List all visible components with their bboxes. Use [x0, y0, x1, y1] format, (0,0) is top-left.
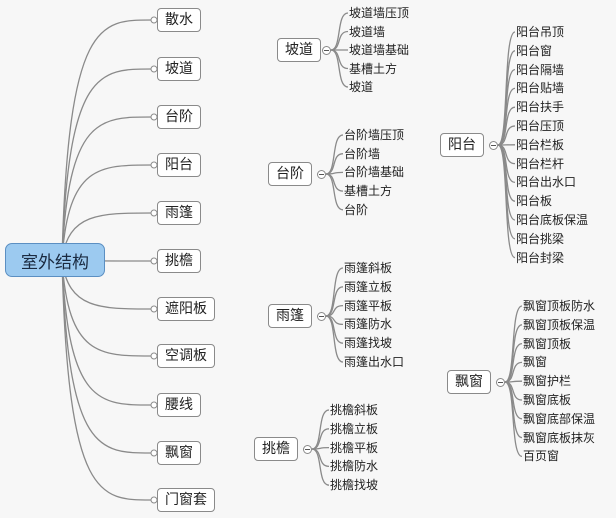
leaf-connector: [330, 12, 349, 51]
leaf-node[interactable]: 阳台窗: [516, 43, 553, 58]
leaf-connector: [325, 267, 344, 317]
root-topic-connector: [61, 259, 152, 454]
leaf-node[interactable]: 坡道墙基础: [349, 43, 410, 57]
leaf-node[interactable]: 飘窗底部保温: [523, 411, 596, 426]
leaf-node[interactable]: 阳台压顶: [516, 119, 565, 133]
topic-node[interactable]: 门窗套: [157, 488, 215, 512]
leaf-connector: [497, 144, 516, 259]
leaf-node[interactable]: 阳台吊顶: [516, 25, 565, 39]
leaf-node[interactable]: 台阶墙基础: [344, 165, 405, 180]
root-node[interactable]: 室外结构: [5, 243, 105, 277]
leaf-node[interactable]: 阳台隔墙: [516, 62, 565, 77]
leaf-node[interactable]: 雨篷出水口: [344, 355, 405, 369]
detail-topic-node[interactable]: 台阶: [268, 162, 312, 186]
leaf-node[interactable]: 飘窗护栏: [523, 374, 572, 389]
leaf-node[interactable]: 台阶墙压顶: [344, 128, 405, 142]
leaf-connector: [330, 30, 349, 51]
detail-topic-node[interactable]: 飘窗: [447, 370, 491, 394]
leaf-connector: [325, 134, 344, 175]
leaf-node[interactable]: 阳台封梁: [516, 250, 565, 265]
leaf-node[interactable]: 飘窗顶板: [523, 336, 572, 351]
topic-node[interactable]: 飘窗: [157, 441, 201, 465]
topic-node[interactable]: 遮阳板: [157, 297, 215, 321]
root-topic-connector: [61, 259, 152, 406]
leaf-node[interactable]: 基槽土方: [344, 184, 393, 199]
leaf-node[interactable]: 雨篷立板: [344, 279, 393, 294]
leaf-connector: [311, 448, 330, 468]
root-topic-connector: [61, 19, 152, 261]
leaf-node[interactable]: 飘窗顶板防水: [523, 299, 596, 313]
leaf-node[interactable]: 台阶墙: [344, 146, 381, 161]
leaf-node[interactable]: 挑檐立板: [330, 421, 379, 436]
leaf-connector: [325, 315, 344, 363]
leaf-node[interactable]: 阳台栏板: [516, 137, 565, 152]
leaf-connector: [325, 173, 344, 211]
topic-node[interactable]: 散水: [157, 8, 201, 32]
leaf-connector: [504, 381, 523, 458]
leaf-node[interactable]: 台阶: [344, 202, 369, 217]
topic-node[interactable]: 腰线: [157, 393, 201, 417]
leaf-node[interactable]: 坡道墙: [349, 24, 386, 39]
leaf-node[interactable]: 挑檐找坡: [330, 478, 379, 493]
leaf-node[interactable]: 基槽土方: [349, 61, 398, 76]
leaf-node[interactable]: 挑檐防水: [330, 459, 379, 474]
root-topic-connector: [61, 164, 152, 261]
leaf-node[interactable]: 雨篷斜板: [344, 261, 393, 275]
collapse-toggle-icon[interactable]: [496, 378, 505, 387]
leaf-connector: [311, 428, 330, 450]
topic-node[interactable]: 坡道: [157, 57, 201, 81]
leaf-node[interactable]: 阳台板: [516, 194, 553, 209]
leaf-node[interactable]: 雨篷找坡: [344, 336, 393, 351]
leaf-node[interactable]: 阳台扶手: [516, 100, 565, 115]
leaf-node[interactable]: 阳台贴墙: [516, 81, 565, 96]
detail-topic-node[interactable]: 阳台: [440, 133, 484, 157]
root-topic-connector: [61, 116, 152, 261]
leaf-connector: [497, 106, 516, 146]
leaf-node[interactable]: 阳台出水口: [516, 175, 577, 190]
leaf-node[interactable]: 挑檐斜板: [330, 403, 379, 417]
leaf-node[interactable]: 飘窗底板: [523, 393, 572, 407]
collapse-toggle-icon[interactable]: [489, 141, 498, 150]
collapse-toggle-icon[interactable]: [303, 445, 312, 454]
leaf-node[interactable]: 飘窗底板抹灰: [523, 430, 596, 445]
collapse-toggle-icon[interactable]: [322, 46, 331, 55]
topic-node[interactable]: 阳台: [157, 153, 201, 177]
leaf-node[interactable]: 飘窗: [523, 355, 548, 370]
root-topic-connector: [61, 259, 152, 357]
leaf-node[interactable]: 坡道墙压顶: [349, 6, 410, 20]
detail-topic-node[interactable]: 坡道: [277, 38, 321, 62]
detail-topic-node[interactable]: 雨篷: [268, 304, 312, 328]
leaf-node[interactable]: 坡道: [349, 80, 374, 94]
leaf-node[interactable]: 雨篷防水: [344, 317, 393, 332]
topic-node[interactable]: 空调板: [157, 344, 215, 368]
leaf-node[interactable]: 阳台底板保温: [516, 213, 589, 227]
topic-node[interactable]: 台阶: [157, 105, 201, 129]
detail-topic-node[interactable]: 挑檐: [254, 437, 298, 461]
leaf-node[interactable]: 雨篷平板: [344, 298, 393, 313]
leaf-connector: [330, 49, 349, 88]
leaf-connector: [311, 409, 330, 450]
collapse-toggle-icon[interactable]: [317, 170, 326, 179]
topic-node[interactable]: 挑檐: [157, 249, 201, 273]
leaf-connector: [325, 173, 344, 192]
leaf-connector: [311, 448, 330, 486]
leaf-connector: [504, 342, 523, 383]
root-topic-connector: [61, 68, 152, 261]
leaf-connector: [330, 49, 349, 70]
leaf-connector: [325, 153, 344, 175]
collapse-toggle-icon[interactable]: [317, 312, 326, 321]
leaf-connector: [497, 144, 516, 240]
leaf-node[interactable]: 阳台挑梁: [516, 231, 565, 246]
leaf-node[interactable]: 飘窗顶板保温: [523, 317, 596, 332]
leaf-node[interactable]: 阳台栏杆: [516, 156, 565, 171]
root-topic-connector: [61, 259, 152, 501]
leaf-node[interactable]: 挑檐平板: [330, 440, 379, 455]
leaf-node[interactable]: 百页窗: [523, 449, 560, 464]
topic-node[interactable]: 雨篷: [157, 201, 201, 225]
